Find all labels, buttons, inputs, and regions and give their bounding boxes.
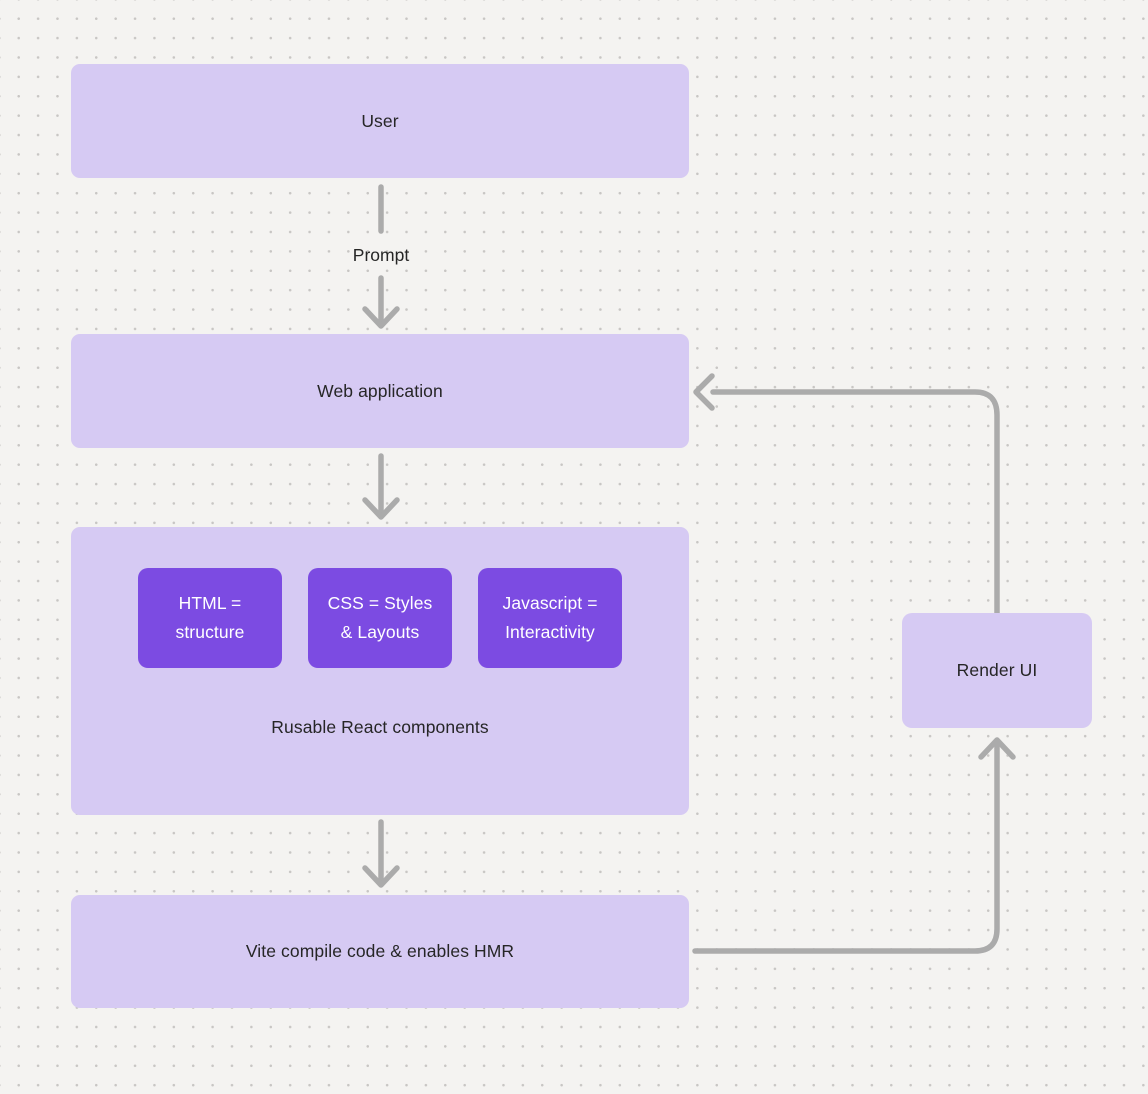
arrowhead-left-webapp-icon	[693, 373, 715, 411]
node-javascript-label: Javascript = Interactivity	[502, 593, 598, 642]
node-vite: Vite compile code & enables HMR	[71, 895, 689, 1008]
node-render-ui: Render UI	[902, 613, 1092, 728]
node-user-label: User	[361, 110, 399, 131]
arrowhead-down-webapp-icon	[362, 306, 400, 329]
node-css: CSS = Styles & Layouts	[308, 568, 452, 668]
node-vite-label: Vite compile code & enables HMR	[245, 941, 515, 961]
node-javascript: Javascript = Interactivity	[478, 568, 622, 668]
node-html-label: HTML = structure	[175, 593, 245, 642]
edge-vite-to-render-line	[692, 741, 1000, 954]
node-render-ui-label: Render UI	[956, 660, 1038, 680]
node-css-label: CSS = Styles & Layouts	[327, 593, 433, 642]
edge-label-prompt: Prompt	[352, 245, 410, 265]
arrowhead-down-vite-icon	[362, 865, 400, 888]
components-group-caption: Rusable React components	[271, 717, 489, 737]
node-web-application: Web application	[71, 334, 689, 448]
node-html: HTML = structure	[138, 568, 282, 668]
arrowhead-down-components-icon	[362, 497, 400, 520]
node-web-application-label: Web application	[317, 380, 443, 401]
edge-render-to-webapp-line	[710, 389, 1000, 616]
arrowhead-up-render-icon	[978, 737, 1016, 760]
node-user: User	[71, 64, 689, 178]
node-components-group: HTML = structure CSS = Styles & Layouts …	[71, 527, 689, 815]
